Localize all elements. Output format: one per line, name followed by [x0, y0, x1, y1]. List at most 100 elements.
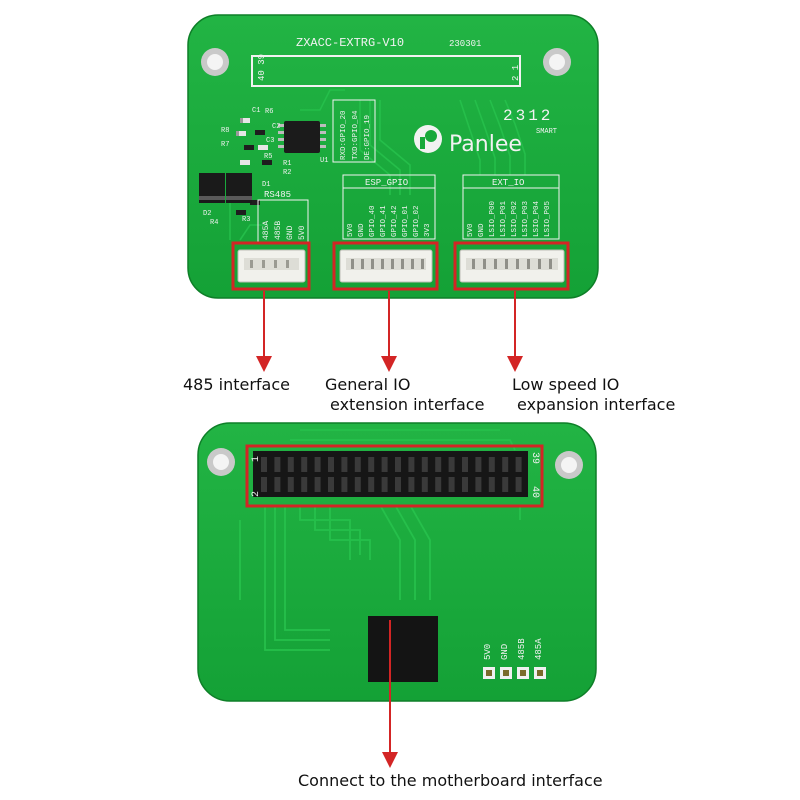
- header-pins-left: 40 39: [257, 54, 267, 81]
- pin-label-1: 1: [251, 456, 262, 462]
- ref-r6: R6: [265, 108, 273, 116]
- pin-label-2: 2: [251, 491, 262, 497]
- motherboard-pin-header: [253, 451, 528, 497]
- pad-label-5v0: 5V0: [483, 644, 493, 660]
- rs485-pin-485a: 485A: [262, 221, 271, 240]
- esp-gpio-box: [342, 174, 436, 240]
- pin-label-39: 39: [529, 452, 540, 464]
- header-pin: [261, 477, 267, 492]
- header-pin: [502, 457, 509, 472]
- header-pin: [287, 457, 294, 472]
- ref-d2: D2: [203, 210, 211, 218]
- ext-io-pin-5: LSIO_P02: [511, 201, 519, 237]
- mounting-hole-right: [543, 48, 571, 76]
- ref-r3: R3: [242, 216, 250, 224]
- brand-name: Panlee: [449, 132, 522, 157]
- header-pin: [328, 457, 334, 472]
- header-pin: [381, 457, 388, 472]
- header-pin: [448, 457, 455, 472]
- rs485-pin-gnd: GND: [286, 225, 295, 240]
- header-pin: [462, 477, 468, 492]
- ref-d1: D1: [262, 181, 270, 189]
- header-pin: [515, 477, 522, 492]
- header-pin: [301, 477, 308, 492]
- ref-r5: R5: [264, 153, 272, 161]
- header-pin: [301, 457, 308, 472]
- ext-io-pin-7: LSIO_P04: [533, 200, 541, 237]
- header-pin: [314, 477, 321, 492]
- esp-gpio-pin-5: GPIO_42: [391, 205, 399, 237]
- header-pin: [354, 477, 361, 492]
- esp-gpio-pin-6: GPIO_01: [402, 205, 410, 237]
- general-io-caption-line1: General IO: [325, 375, 410, 394]
- bottom-mounting-hole-right: [555, 451, 583, 479]
- header-pin: [435, 457, 442, 472]
- header-pin: [488, 457, 495, 472]
- esp-gpio-pin-1: 5V0: [347, 223, 355, 237]
- ext-io-highlight: [453, 241, 570, 291]
- esp-gpio-pin-8: 3V3: [424, 223, 432, 237]
- gpio-note-rxd: RXD:GPIO_20: [340, 110, 348, 160]
- header-outline: [251, 55, 521, 87]
- bottom-mounting-hole-left: [207, 448, 235, 476]
- header-pin: [287, 477, 294, 492]
- panlee-logo-icon: [414, 125, 442, 153]
- header-pin: [408, 457, 415, 472]
- gpio-note-de: DE:GPIO_19: [364, 115, 372, 160]
- low-speed-io-caption-line1: Low speed IO: [512, 375, 619, 394]
- rs485-highlight: [231, 241, 311, 291]
- rs485-pin-485b: 485B: [274, 221, 283, 240]
- header-pin: [421, 477, 428, 492]
- ref-c3: C3: [266, 137, 274, 145]
- esp-gpio-pin-4: GPIO_41: [380, 205, 388, 237]
- ext-io-pin-2: GND: [478, 223, 486, 237]
- header-pin: [354, 457, 361, 472]
- header-pin: [341, 457, 348, 472]
- esp-gpio-title: ESP_GPIO: [365, 178, 408, 188]
- header-pin: [475, 457, 482, 472]
- u1-chip: [278, 121, 326, 153]
- board-date-code: 230301: [449, 39, 481, 49]
- brand-small: SMART: [536, 128, 557, 136]
- pin-label-40: 40: [529, 486, 540, 498]
- ref-r7: R7: [221, 141, 229, 149]
- header-pin: [448, 477, 455, 492]
- pad-label-gnd: GND: [500, 644, 510, 660]
- ref-c2: C2: [272, 123, 280, 131]
- motherboard-header-highlight: [245, 444, 544, 508]
- ref-r2: R2: [283, 169, 291, 177]
- diode-d1-band: [226, 196, 252, 200]
- mounting-hole-left: [201, 48, 229, 76]
- pad-label-485b: 485B: [517, 638, 527, 660]
- header-pin: [421, 457, 428, 472]
- header-pin: [515, 457, 522, 472]
- batch-number: 2312: [503, 107, 553, 125]
- general-io-caption-line2: extension interface: [330, 395, 484, 414]
- header-pin: [314, 457, 321, 472]
- header-pin: [475, 477, 482, 492]
- header-pin: [368, 477, 375, 492]
- diode-d2-band: [199, 196, 225, 200]
- header-pin: [381, 477, 388, 492]
- header-pin: [435, 477, 442, 492]
- header-pin: [462, 457, 468, 472]
- esp-gpio-label-block: ESP_GPIO 5V0 GND GPIO_40 GPIO_41 GPIO_42…: [342, 174, 436, 240]
- board-model: ZXACC-EXTRG-V10: [296, 36, 404, 50]
- ref-u1: U1: [320, 157, 328, 165]
- header-pin: [395, 457, 401, 472]
- motherboard-caption: Connect to the motherboard interface: [298, 771, 603, 790]
- header-pin: [328, 477, 334, 492]
- esp-gpio-pin-2: GND: [358, 223, 366, 237]
- esp-gpio-pin-7: GPIO_02: [413, 205, 421, 237]
- ref-c1: C1: [252, 107, 260, 115]
- ext-io-box: [462, 174, 560, 240]
- low-speed-io-caption-line2: expansion interface: [517, 395, 675, 414]
- top-board: 40 39 2 1 ZXACC-EXTRG-V10 230301 2312 SM…: [187, 14, 599, 299]
- ext-io-pin-4: LSIO_P01: [500, 200, 508, 237]
- smd-components: [236, 118, 272, 215]
- header-pin: [488, 477, 495, 492]
- ext-io-pin-3: LSIO_P00: [489, 200, 497, 237]
- header-pins-right: 2 1: [511, 65, 521, 81]
- ref-designators: C1 R6 R8 R7 C2 C3 U1 R5 R1 R2 R3 D2 R4 D…: [203, 107, 328, 227]
